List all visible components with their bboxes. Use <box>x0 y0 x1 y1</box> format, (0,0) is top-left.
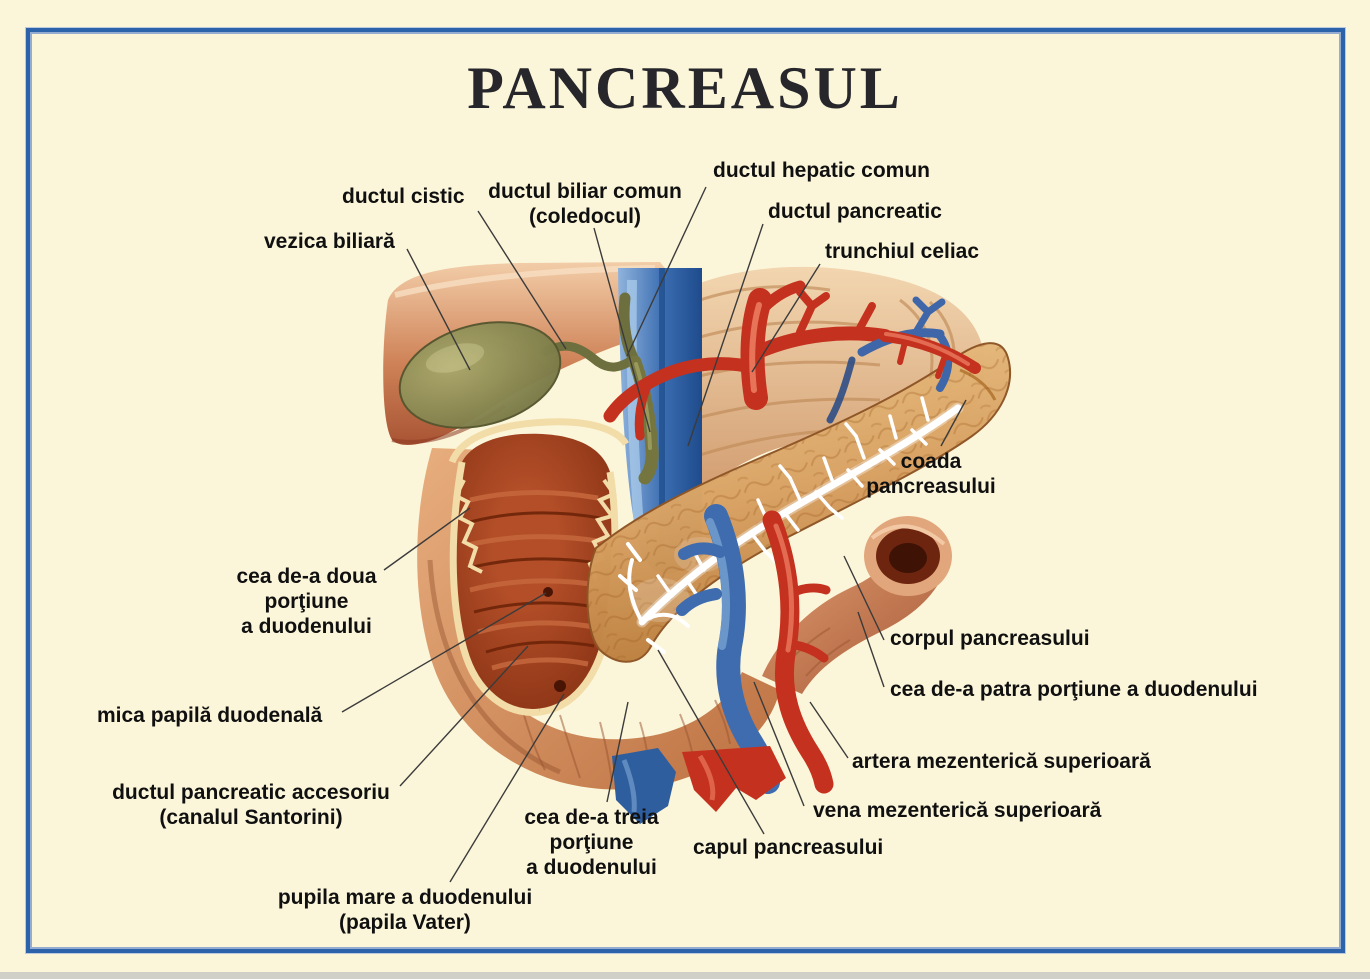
scan-edge-strip <box>0 972 1370 979</box>
major-papilla <box>554 680 566 692</box>
splenic-vessels <box>826 296 981 424</box>
label-ductul-biliar-comun: ductul biliar comun (coledocul) <box>488 180 682 228</box>
pancreas <box>586 342 1012 663</box>
label-trunchiul-celiac: trunchiul celiac <box>825 240 980 263</box>
label-capul-pancreasului: capul pancreasului <box>693 836 884 859</box>
label-cea-de-a-patra-portiune: cea de-a patra porţiune a duodenului <box>890 678 1258 701</box>
label-ductul-cistic: ductul cistic <box>342 185 465 208</box>
page-title: PANCREASUL <box>467 55 903 121</box>
label-cea-de-a-treia-portiune: cea de-a treia porţiune a duodenului <box>524 806 659 879</box>
vessel-stumps <box>612 746 786 824</box>
leader-lines <box>341 186 967 883</box>
label-vezica-biliara: vezica biliară <box>264 230 395 253</box>
label-mica-papila-duodenala: mica papilă duodenală <box>97 704 323 727</box>
label-ductul-pancreatic: ductul pancreatic <box>768 200 942 223</box>
label-ductul-hepatic-comun: ductul hepatic comun <box>713 159 931 182</box>
gallbladder <box>398 321 562 429</box>
label-coada-pancreasului: coada pancreasului <box>866 450 996 498</box>
minor-papilla <box>543 587 553 597</box>
duodenum <box>417 418 780 790</box>
label-vena-mezenterica: vena mezenterică superioară <box>813 799 1102 822</box>
poster-border-frame <box>26 28 1345 953</box>
label-cea-de-a-doua-portiune: cea de-a doua porţiune a duodenului <box>236 565 377 638</box>
label-corpul-pancreasului: corpul pancreasului <box>890 627 1090 650</box>
jejunum <box>762 516 952 694</box>
label-ductul-pancreatic-accesoriu: ductul pancreatic accesoriu (canalul San… <box>112 781 390 829</box>
label-artera-mezenterica: artera mezenterică superioară <box>852 750 1151 773</box>
celiac-trunk <box>603 280 892 441</box>
label-pupila-mare: pupila mare a duodenului (papila Vater) <box>277 886 533 934</box>
